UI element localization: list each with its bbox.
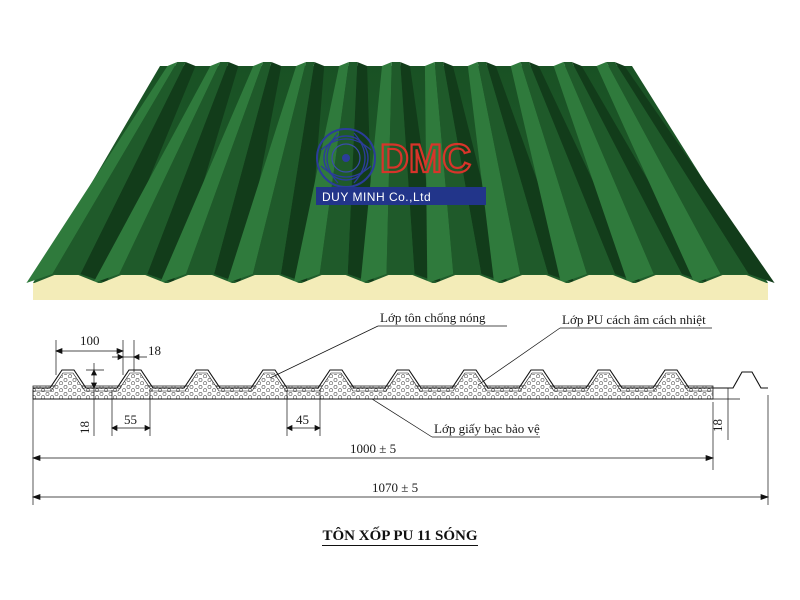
dim-rib-height: 18 (77, 421, 92, 434)
rib-foam (320, 374, 352, 390)
rib-foam (588, 374, 620, 390)
rib-foam (52, 374, 84, 390)
panel-foam-notch (635, 275, 700, 285)
panel-rib (26, 62, 196, 283)
rib-foam (521, 374, 553, 390)
panel-foam-notch (101, 275, 166, 285)
label-pu-layer: Lớp PU cách âm cách nhiệt (562, 312, 706, 327)
panel-rib (93, 62, 239, 283)
dim-effective-width: 1000 ± 5 (350, 441, 396, 456)
panel-foam-notches (34, 275, 767, 285)
leader-top-sheet (269, 325, 379, 379)
leader-foil (371, 398, 433, 438)
label-foil-layer: Lớp giấy bạc bảo vệ (434, 421, 540, 436)
brand-company: DUY MINH Co.,Ltd (322, 190, 431, 204)
dmc-logo: DMC DUY MINH Co.,Ltd (316, 128, 486, 205)
dim-rib-base: 55 (124, 412, 137, 427)
leader-pu (477, 327, 561, 386)
layer-labels: Lớp tôn chống nóng Lớp PU cách âm cách n… (269, 310, 712, 438)
rib-foam (655, 374, 687, 390)
panel-foam-notch (34, 275, 99, 285)
dim-edge-height: 18 (710, 419, 725, 432)
rib-foam (253, 374, 285, 390)
cross-section (32, 369, 768, 400)
panel-foam-notch (568, 275, 633, 285)
dimension-lines (31, 340, 770, 505)
panel-rib (160, 62, 282, 283)
panel-foam-notch (168, 275, 233, 285)
rib-foam (387, 374, 419, 390)
rib-foam (186, 374, 218, 390)
panel-rib (596, 62, 775, 283)
dimension-values: 100 18 18 55 45 18 1000 ± 5 1070 ± 5 (77, 333, 725, 495)
panel-foam-notch (502, 275, 567, 285)
label-top-sheet: Lớp tôn chống nóng (380, 310, 486, 325)
rib-foam (454, 374, 486, 390)
panel-rib (226, 62, 325, 283)
panel-foam-notch (702, 275, 767, 285)
brand-company-bar (316, 187, 486, 205)
brand-name: DMC (380, 137, 471, 181)
steel-profile (33, 369, 713, 389)
panel-3d-view (26, 62, 775, 300)
rib-foam (119, 374, 151, 390)
diagram-title-text: TÔN XỐP PU 11 SÓNG (322, 528, 478, 546)
dim-valley: 45 (296, 412, 309, 427)
diagram-title: TÔN XỐP PU 11 SÓNG (0, 528, 800, 546)
panel-foam-notch (234, 275, 299, 285)
panel-foam-notch (368, 275, 433, 285)
logo-emblem-icon (316, 128, 376, 188)
overlap-edge (713, 371, 768, 389)
dim-rib-top: 18 (148, 343, 161, 358)
panel-foam-edge (33, 283, 768, 300)
rib-foam-fills (52, 374, 687, 390)
panel-foam-notch (435, 275, 500, 285)
panel-foam-notch (301, 275, 366, 285)
dim-total-width: 1070 ± 5 (372, 480, 418, 495)
dim-rib-pitch: 100 (80, 333, 100, 348)
steel-profile-inner (33, 372, 713, 392)
